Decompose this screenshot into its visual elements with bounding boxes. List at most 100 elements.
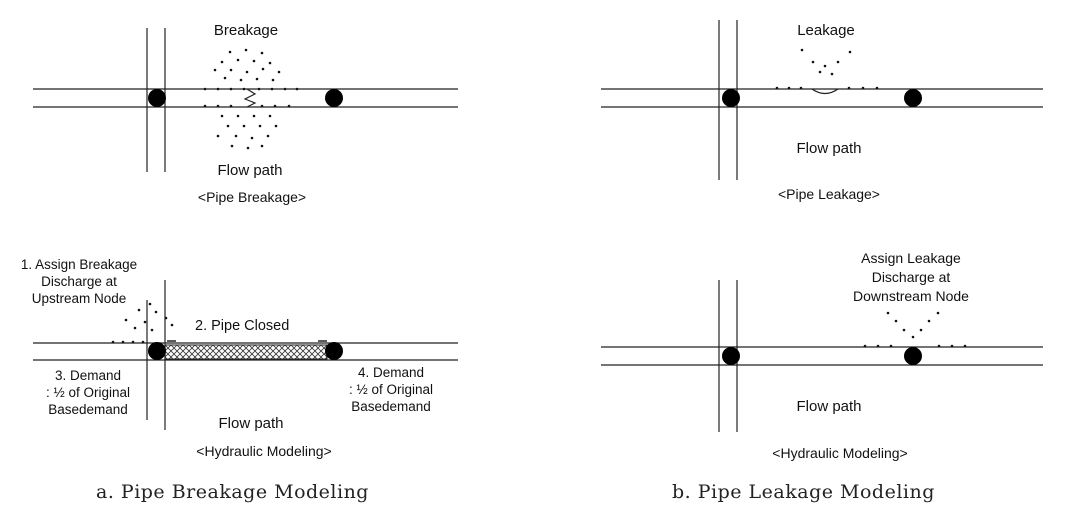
- spray-dot: [823, 64, 827, 68]
- spray-dot: [228, 50, 232, 54]
- spray-dot: [216, 104, 220, 108]
- spray-dot: [811, 60, 815, 64]
- spray-dot: [220, 114, 224, 118]
- flow-path-label: Flow path: [796, 140, 862, 157]
- spray-dot: [260, 144, 264, 148]
- spray-dot: [863, 344, 867, 348]
- spray-dot: [143, 320, 147, 324]
- spray-dot: [277, 70, 281, 74]
- downstream-node: [325, 342, 343, 360]
- spray-dot: [223, 76, 227, 80]
- spray-dot: [848, 50, 852, 54]
- flow-path-label: Flow path: [217, 162, 283, 179]
- spray-dot: [229, 87, 233, 91]
- hydraulic-modeling-subtitle: <Hydraulic Modeling>: [772, 445, 908, 461]
- spray-dot: [246, 146, 250, 150]
- spray-dot: [236, 58, 240, 62]
- figure-caption-b: b. Pipe Leakage Modeling: [672, 481, 935, 503]
- spray-dot: [889, 344, 893, 348]
- spray-dot: [818, 70, 822, 74]
- spray-dot: [170, 323, 174, 327]
- spray-dot: [847, 86, 851, 90]
- spray-dot: [261, 67, 265, 71]
- spray-dot: [250, 136, 254, 140]
- demand-downstream-label: 4. Demand : ½ of Original Basedemand: [348, 365, 434, 414]
- spray-dot: [164, 316, 168, 320]
- spray-dot: [886, 311, 890, 315]
- spray-dot: [137, 308, 141, 312]
- spray-dot: [283, 87, 287, 91]
- spray-dot: [268, 61, 272, 65]
- spray-dot: [260, 51, 264, 55]
- breakage-spray-dots: [203, 48, 299, 150]
- hydraulic-modeling-subtitle: <Hydraulic Modeling>: [196, 443, 332, 459]
- spray-dot: [287, 104, 291, 108]
- spray-dot: [902, 328, 906, 332]
- spray-dot: [875, 86, 879, 90]
- upstream-node: [722, 89, 740, 107]
- spray-dot: [836, 60, 840, 64]
- figure-caption-a: a. Pipe Breakage Modeling: [96, 481, 369, 503]
- spray-dot: [787, 86, 791, 90]
- pipe-leakage-subtitle: <Pipe Leakage>: [778, 186, 880, 202]
- demand-upstream-label: 3. Demand : ½ of Original Basedemand: [45, 368, 131, 417]
- spray-dot: [876, 344, 880, 348]
- spray-dot: [229, 104, 233, 108]
- spray-dot: [255, 77, 259, 81]
- spray-dot: [260, 104, 264, 108]
- spray-dot: [894, 319, 898, 323]
- downstream-node: [904, 347, 922, 365]
- leakage-spray-dots: [775, 48, 879, 90]
- spray-dot: [258, 124, 262, 128]
- spray-dot: [203, 87, 207, 91]
- upstream-node: [722, 347, 740, 365]
- pipe-closed-label: 2. Pipe Closed: [195, 318, 290, 334]
- spray-dot: [274, 124, 278, 128]
- breakage-hydraulic-diagram: [33, 280, 458, 430]
- downstream-node: [325, 89, 343, 107]
- spray-dot: [239, 78, 243, 82]
- flow-path-label: Flow path: [796, 398, 862, 415]
- spray-dot: [229, 68, 233, 72]
- flow-path-label: Flow path: [218, 415, 284, 432]
- spray-dot: [963, 344, 967, 348]
- upstream-discharge-dots: [111, 302, 174, 344]
- downstream-node: [904, 89, 922, 107]
- spray-dot: [775, 86, 779, 90]
- spray-dot: [230, 144, 234, 148]
- spray-dot: [131, 340, 135, 344]
- spray-dot: [295, 87, 299, 91]
- spray-dot: [252, 114, 256, 118]
- spray-dot: [266, 134, 270, 138]
- spray-dot: [830, 72, 834, 76]
- pipe-breakage-diagram: [33, 28, 458, 172]
- spray-dot: [133, 326, 137, 330]
- pipe-breakage-subtitle: <Pipe Breakage>: [197, 189, 307, 205]
- spray-dot: [216, 134, 220, 138]
- breakage-crack: [243, 88, 257, 108]
- spray-dot: [242, 87, 246, 91]
- spray-dot: [244, 48, 248, 52]
- spray-dot: [226, 124, 230, 128]
- spray-dot: [216, 87, 220, 91]
- spray-dot: [911, 335, 915, 339]
- assign-breakage-label: 1. Assign Breakage Discharge at Upstream…: [20, 257, 138, 306]
- spray-dot: [936, 311, 940, 315]
- spray-dot: [220, 60, 224, 64]
- spray-dot: [919, 328, 923, 332]
- spray-dot: [800, 48, 804, 52]
- spray-dot: [242, 124, 246, 128]
- spray-dot: [257, 87, 261, 91]
- spray-dot: [213, 68, 217, 72]
- spray-dot: [927, 319, 931, 323]
- spray-dot: [245, 70, 249, 74]
- spray-dot: [111, 340, 115, 344]
- upstream-node: [148, 342, 166, 360]
- spray-dot: [234, 134, 238, 138]
- spray-dot: [950, 344, 954, 348]
- spray-dot: [141, 340, 145, 344]
- pipe-leakage-diagram: [601, 20, 1043, 180]
- downstream-discharge-dots: [863, 311, 967, 348]
